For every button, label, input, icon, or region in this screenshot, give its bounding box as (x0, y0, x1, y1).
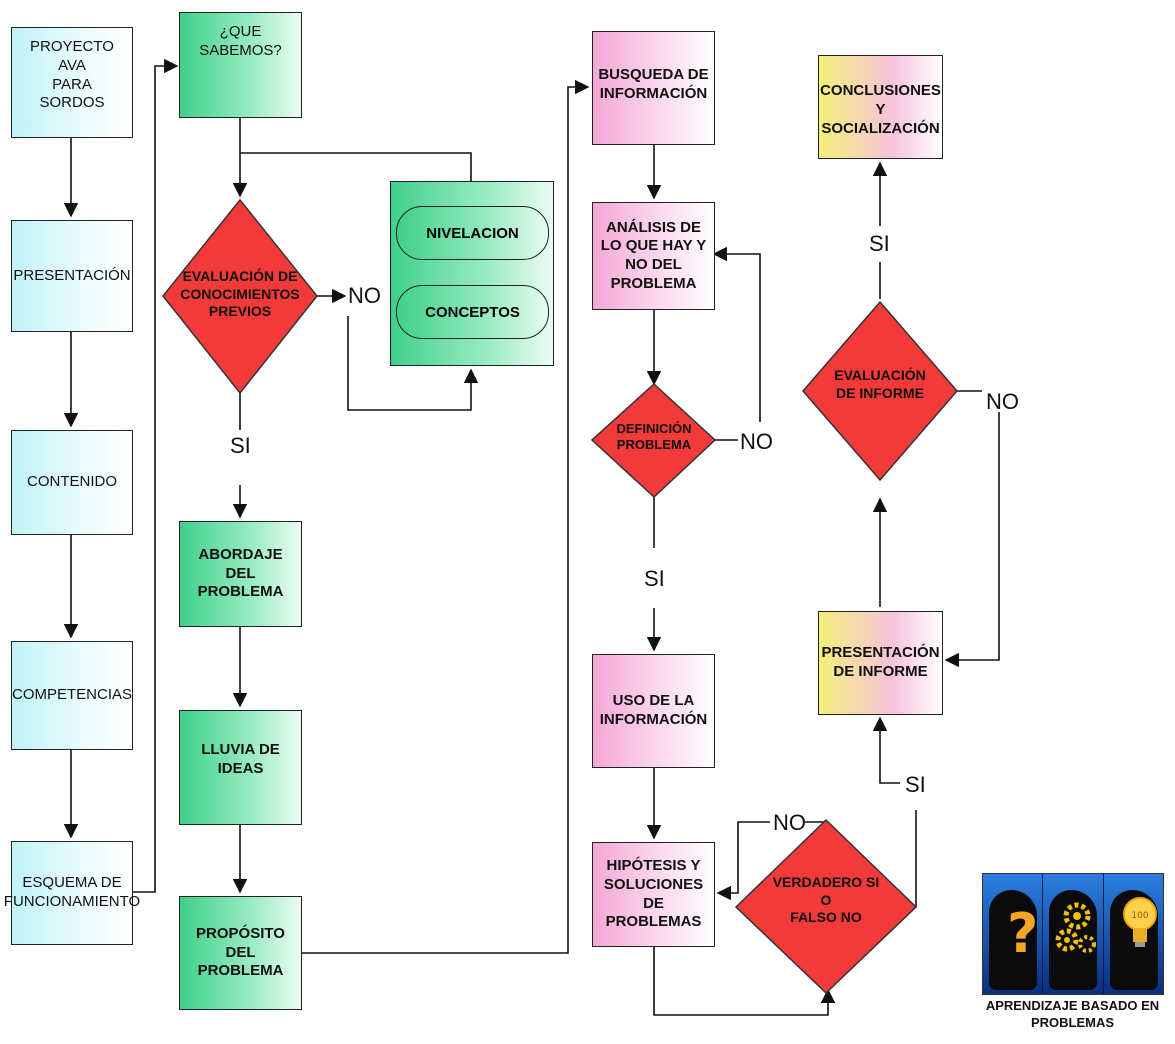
node-evaluacion-conocimientos-label: EVALUACIÓN DE CONOCIMIENTOS PREVIOS (180, 268, 300, 319)
node-proposito: PROPÓSITO DEL PROBLEMA (179, 896, 302, 1010)
node-conclusiones: CONCLUSIONES Y SOCIALIZACIÓN (818, 55, 943, 159)
node-hipotesis-label: HIPÓTESIS Y SOLUCIONES DE PROBLEMAS (603, 857, 704, 931)
node-proposito-label: PROPÓSITO DEL PROBLEMA (196, 924, 285, 980)
logo-caption: APRENDIZAJE BASADO EN PROBLEMAS (985, 998, 1160, 1030)
node-analisis-label: ANÁLISIS DE LO QUE HAY Y NO DEL PROBLEMA (600, 218, 707, 292)
node-competencias: COMPETENCIAS (11, 641, 133, 750)
node-verdadero-label: VERDADERO SI O FALSO NO (772, 874, 880, 925)
node-presentacion-informe-label: PRESENTACIÓN DE INFORME (821, 644, 940, 680)
question-mark-icon: ? (1007, 902, 1038, 965)
node-nivelacion: NIVELACION (396, 206, 549, 260)
node-abordaje: ABORDAJE DEL PROBLEMA (179, 521, 302, 627)
node-esquema-label: ESQUEMA DE FUNCIONAMIENTO (3, 874, 141, 910)
label-no-evaluacion: NO (348, 283, 381, 308)
label-no-informe: NO (986, 389, 1019, 414)
gears-icon (1055, 902, 1097, 953)
arrow-no-nivelacion (347, 316, 479, 411)
line-quesabemos-nivelacion (240, 152, 472, 181)
question-panel: ? (983, 874, 1044, 994)
node-busqueda: BUSQUEDA DE INFORMACIÓN (592, 31, 715, 145)
node-abordaje-label: ABORDAJE DEL PROBLEMA (197, 545, 284, 601)
svg-text:100: 100 (1131, 911, 1148, 921)
node-presentacion-informe: PRESENTACIÓN DE INFORME (818, 611, 943, 715)
label-si-definicion: SI (644, 566, 665, 591)
arrow-no-hipotesis (716, 821, 770, 901)
lightbulb-icon: 100 (1122, 897, 1157, 947)
decision-verdadero-falso (734, 818, 918, 995)
arrow-proposito-busqueda (302, 79, 590, 954)
label-si-evaluacion: SI (230, 433, 251, 458)
node-conceptos: CONCEPTOS (396, 285, 549, 339)
gears-panel (1043, 874, 1104, 994)
arrow-si-presentacion (872, 716, 900, 784)
decision-evaluacion-conocimientos (162, 198, 318, 395)
label-si-verdadero: SI (905, 772, 926, 797)
node-presentacion-label: PRESENTACIÓN (13, 266, 131, 284)
bulb-panel: 100 (1103, 874, 1163, 994)
node-conclusiones-label: CONCLUSIONES Y SOCIALIZACIÓN (820, 82, 941, 137)
node-lluvia: LLUVIA DE IDEAS (179, 710, 302, 825)
arrow-hipotesis-verdadero (653, 947, 836, 1016)
node-contenido: CONTENIDO (11, 430, 133, 535)
svg-text:?: ? (1007, 902, 1038, 965)
node-contenido-label: CONTENIDO (27, 473, 117, 491)
node-conceptos-label: CONCEPTOS (425, 303, 520, 321)
node-uso: USO DE LA INFORMACIÓN (592, 654, 715, 768)
node-presentacion: PRESENTACIÓN (11, 220, 133, 332)
node-definicion-label: DEFINICIÓN PROBLEMA (616, 421, 692, 453)
label-si-informe: SI (869, 231, 890, 256)
node-que-sabemos: ¿QUE SABEMOS? (179, 12, 302, 118)
node-busqueda-label: BUSQUEDA DE INFORMACIÓN (598, 66, 709, 102)
node-hipotesis: HIPÓTESIS Y SOLUCIONES DE PROBLEMAS (592, 842, 715, 947)
arrow-esquema-quesabemos (133, 58, 179, 893)
node-lluvia-label: LLUVIA DE IDEAS (201, 741, 280, 777)
abp-logo: ? 100 (982, 873, 1164, 995)
label-no-verdadero: NO (773, 810, 806, 835)
decision-evaluacion-informe (802, 300, 958, 482)
node-nivelacion-label: NIVELACION (426, 224, 519, 242)
node-analisis: ANÁLISIS DE LO QUE HAY Y NO DEL PROBLEMA (592, 202, 715, 310)
arrow-no-analisis (712, 246, 761, 422)
node-competencias-label: COMPETENCIAS (12, 686, 133, 704)
node-evaluacion-informe-label: EVALUACIÓN DE INFORME (834, 367, 926, 401)
label-no-definicion: NO (740, 429, 773, 454)
node-uso-label: USO DE LA INFORMACIÓN (599, 692, 708, 728)
node-esquema: ESQUEMA DE FUNCIONAMIENTO (4, 841, 140, 945)
node-proyecto: PROYECTO AVA PARA SORDOS (11, 27, 133, 138)
node-que-sabemos-label: ¿QUE SABEMOS? (199, 23, 282, 59)
node-proyecto-label: PROYECTO AVA PARA SORDOS (30, 38, 114, 112)
decision-definicion-problema (590, 382, 717, 499)
arrow-no-presentacion (944, 412, 1000, 668)
